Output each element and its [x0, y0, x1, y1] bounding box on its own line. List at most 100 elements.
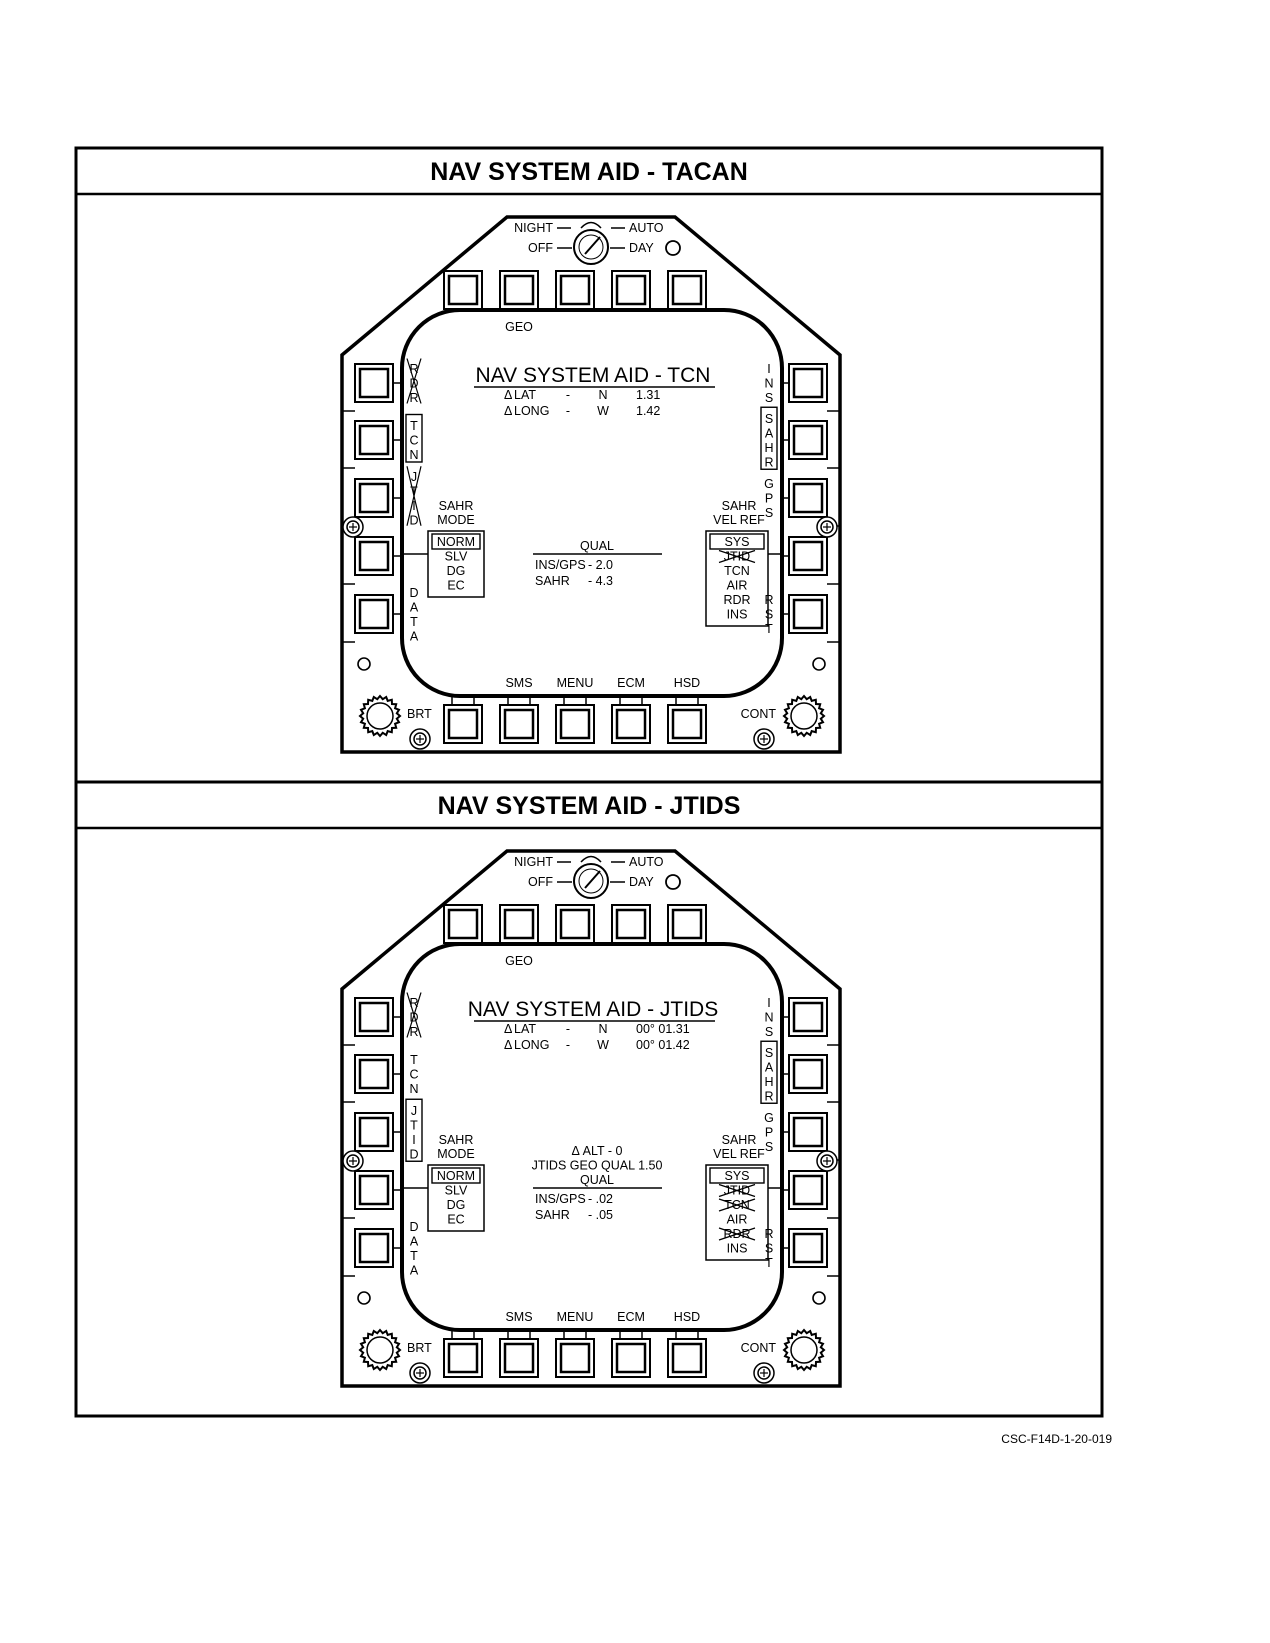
sahr-mode-option-label: SLV — [445, 550, 468, 564]
left-label-data-char: D — [409, 1220, 418, 1234]
long-value: 00° 01.42 — [636, 1038, 690, 1052]
bottom-button-4[interactable] — [611, 1338, 651, 1378]
top-button-5[interactable] — [667, 270, 707, 310]
top-button-1[interactable] — [443, 904, 483, 944]
vel-ref-option-item[interactable]: JTID — [718, 550, 756, 564]
left-button-3[interactable] — [354, 1112, 394, 1152]
vel-ref-option-item[interactable]: AIR — [727, 579, 748, 593]
right-label-gps-char: P — [765, 1126, 773, 1140]
right-label-gps-char: P — [765, 492, 773, 506]
bottom-button-2[interactable] — [499, 1338, 539, 1378]
vel-ref-option-item[interactable]: JTID — [718, 1184, 756, 1198]
brt-knob[interactable] — [358, 1328, 402, 1372]
long-dash: - — [566, 1038, 570, 1052]
bottom-button-1[interactable] — [443, 704, 483, 744]
lat-direction: N — [598, 388, 607, 402]
top-button-2[interactable] — [499, 904, 539, 944]
right-label-rst-char: S — [765, 608, 773, 622]
bottom-button-2[interactable] — [499, 704, 539, 744]
vel-ref-title: VEL REF — [713, 513, 765, 527]
right-label-ins-char: N — [764, 1011, 773, 1025]
bottom-button-1[interactable] — [443, 1338, 483, 1378]
left-button-1[interactable] — [354, 363, 394, 403]
vel-ref-option-item[interactable]: TCN — [724, 564, 750, 578]
long-delta: Δ — [504, 404, 512, 418]
right-button-3-face — [792, 1116, 824, 1148]
left-button-4[interactable] — [354, 1170, 394, 1210]
sahr-mode-option-item[interactable]: NORM — [431, 533, 481, 550]
vel-ref-option-item[interactable]: SYS — [709, 533, 765, 550]
right-label-sahr-char: H — [764, 1075, 773, 1089]
left-label-tcn: TCN — [405, 413, 423, 463]
right-button-1[interactable] — [788, 363, 828, 403]
left-button-5[interactable] — [354, 594, 394, 634]
top-button-1[interactable] — [443, 270, 483, 310]
sahr-mode-option-item[interactable]: EC — [447, 579, 464, 593]
left-button-4[interactable] — [354, 536, 394, 576]
top-button-4-face — [615, 274, 647, 306]
top-button-3[interactable] — [555, 904, 595, 944]
sahr-mode-option-item[interactable]: SLV — [445, 550, 468, 564]
sahr-mode-option-item[interactable]: DG — [447, 1198, 466, 1212]
sahr-mode-option-item[interactable]: NORM — [431, 1167, 481, 1184]
top-button-3-face — [559, 908, 591, 940]
qual-row-value: - .05 — [588, 1208, 613, 1222]
top-button-4[interactable] — [611, 270, 651, 310]
top-label-geo: GEO — [505, 954, 533, 968]
left-button-2[interactable] — [354, 420, 394, 460]
top-button-5[interactable] — [667, 904, 707, 944]
right-button-2[interactable] — [788, 420, 828, 460]
bottom-button-5[interactable] — [667, 704, 707, 744]
vel-ref-option-item[interactable]: AIR — [727, 1213, 748, 1227]
right-button-3[interactable] — [788, 1112, 828, 1152]
right-button-5[interactable] — [788, 594, 828, 634]
bottom-button-4[interactable] — [611, 704, 651, 744]
qual-row-label: INS/GPS — [535, 1192, 586, 1206]
vel-ref-option-item[interactable]: RDR — [718, 1227, 756, 1241]
left-button-1[interactable] — [354, 997, 394, 1037]
vel-ref-option-item[interactable]: TCN — [718, 1198, 756, 1212]
brt-knob[interactable] — [358, 694, 402, 738]
vel-ref-option-item[interactable]: INS — [727, 608, 748, 622]
top-button-4[interactable] — [611, 904, 651, 944]
side-screw-right — [816, 516, 838, 538]
bottom-button-5[interactable] — [667, 1338, 707, 1378]
right-button-4[interactable] — [788, 1170, 828, 1210]
right-label-sahr-box — [760, 406, 778, 470]
sahr-mode-option-item[interactable]: SLV — [445, 1184, 468, 1198]
bottom-button-3[interactable] — [555, 1338, 595, 1378]
cont-knob[interactable] — [782, 1328, 826, 1372]
right-label-sahr-char: R — [764, 455, 773, 469]
top-button-5-face — [671, 908, 703, 940]
right-button-1[interactable] — [788, 997, 828, 1037]
right-label-ins-char: S — [765, 1025, 773, 1039]
bottom-button-5-face — [671, 708, 703, 740]
cont-knob[interactable] — [782, 694, 826, 738]
right-button-3[interactable] — [788, 478, 828, 518]
vel-ref-option-item[interactable]: SYS — [709, 1167, 765, 1184]
left-button-5[interactable] — [354, 1228, 394, 1268]
left-button-1-face — [358, 1001, 390, 1033]
left-button-2-face — [358, 1058, 390, 1090]
top-button-3[interactable] — [555, 270, 595, 310]
center-line: JTIDS GEO QUAL 1.50 — [532, 1159, 663, 1173]
left-button-3[interactable] — [354, 478, 394, 518]
left-button-2[interactable] — [354, 1054, 394, 1094]
sahr-mode-option-item[interactable]: EC — [447, 1213, 464, 1227]
vel-ref-option-item[interactable]: INS — [727, 1242, 748, 1256]
bottom-button-3[interactable] — [555, 704, 595, 744]
sahr-mode-option-item[interactable]: DG — [447, 564, 466, 578]
right-button-5[interactable] — [788, 1228, 828, 1268]
right-button-2[interactable] — [788, 1054, 828, 1094]
vel-ref-option-item[interactable]: RDR — [723, 593, 750, 607]
top-button-2[interactable] — [499, 270, 539, 310]
bottom-button-5-face — [671, 1342, 703, 1374]
right-label-rst-char: R — [764, 1227, 773, 1241]
right-button-4[interactable] — [788, 536, 828, 576]
left-label-jtid-char: T — [410, 1118, 418, 1132]
